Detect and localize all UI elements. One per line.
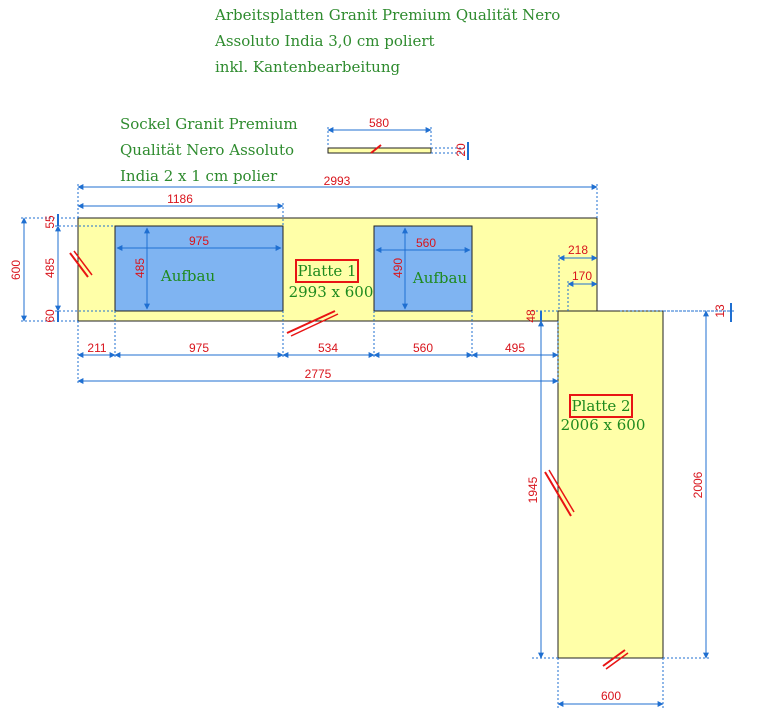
cutout-1-label: Aufbau <box>160 267 216 285</box>
dim-c2-width: 560 <box>416 236 436 250</box>
dim-534: 534 <box>318 341 338 355</box>
dim-1945: 1945 <box>526 476 540 503</box>
dim-560: 560 <box>413 341 433 355</box>
bottom-dims: 211 975 534 560 495 2775 <box>77 311 559 385</box>
dim-left-485: 485 <box>43 258 57 278</box>
plinth-note: Sockel Granit Premium Qualität Nero Asso… <box>120 115 298 185</box>
plinth-note-line-2: Qualität Nero Assoluto <box>120 141 294 159</box>
dim-total-width: 2993 <box>324 174 351 188</box>
plinth-note-line-1: Sockel Granit Premium <box>120 115 298 133</box>
cutout-1 <box>114 225 284 312</box>
edge-marks <box>69 250 629 670</box>
dim-sockel-length: 580 <box>369 116 389 130</box>
dim-975: 975 <box>189 341 209 355</box>
worktop-note-line-1: Arbeitsplatten Granit Premium Qualität N… <box>214 6 560 24</box>
worktop-note: Arbeitsplatten Granit Premium Qualität N… <box>214 6 560 76</box>
dim-2775: 2775 <box>305 367 332 381</box>
plate-1-name-box <box>295 259 359 283</box>
dim-c2-height: 490 <box>391 258 405 278</box>
plate-2-name-box <box>569 394 633 418</box>
dim-p2-width: 600 <box>601 689 621 703</box>
plate-junction <box>559 312 597 321</box>
plinth-strip: 580 20 <box>327 116 470 160</box>
worktop-note-line-2: Assoluto India 3,0 cm poliert <box>214 32 435 50</box>
dim-sockel-height: 20 <box>454 143 468 157</box>
plate-2-size: 2006 x 600 <box>561 416 646 434</box>
dim-left-600: 600 <box>9 260 23 280</box>
dim-c1-height: 485 <box>133 258 147 278</box>
plate-1-size: 2993 x 600 <box>289 283 374 301</box>
edge-mark-plate2-side <box>544 469 575 517</box>
dim-48: 48 <box>524 309 538 323</box>
dim-left-55: 55 <box>43 215 57 229</box>
dim-495: 495 <box>505 341 525 355</box>
dim-218: 218 <box>568 243 588 257</box>
dim-170: 170 <box>572 269 592 283</box>
worktop-note-line-3: inkl. Kantenbearbeitung <box>215 58 400 76</box>
cutout-2 <box>373 225 473 312</box>
plate-1-name: Platte 1 <box>297 262 356 280</box>
dim-1186: 1186 <box>167 192 193 206</box>
plinth-note-line-3: India 2 x 1 cm polier <box>120 167 278 185</box>
plinth-bar <box>327 147 432 154</box>
dim-13: 13 <box>713 304 727 318</box>
edge-mark-left <box>69 250 93 278</box>
dim-c1-width: 975 <box>189 234 209 248</box>
dim-2006: 2006 <box>691 471 705 498</box>
plate-2-outline <box>557 310 664 659</box>
cutout-2-label: Aufbau <box>412 269 468 287</box>
edge-mark-plate2-end <box>602 649 629 670</box>
edge-mark <box>370 144 382 154</box>
dim-left-60: 60 <box>43 309 57 323</box>
plate-2-name: Platte 2 <box>571 397 630 415</box>
edge-mark-front <box>286 310 339 337</box>
dim-211: 211 <box>87 341 106 355</box>
